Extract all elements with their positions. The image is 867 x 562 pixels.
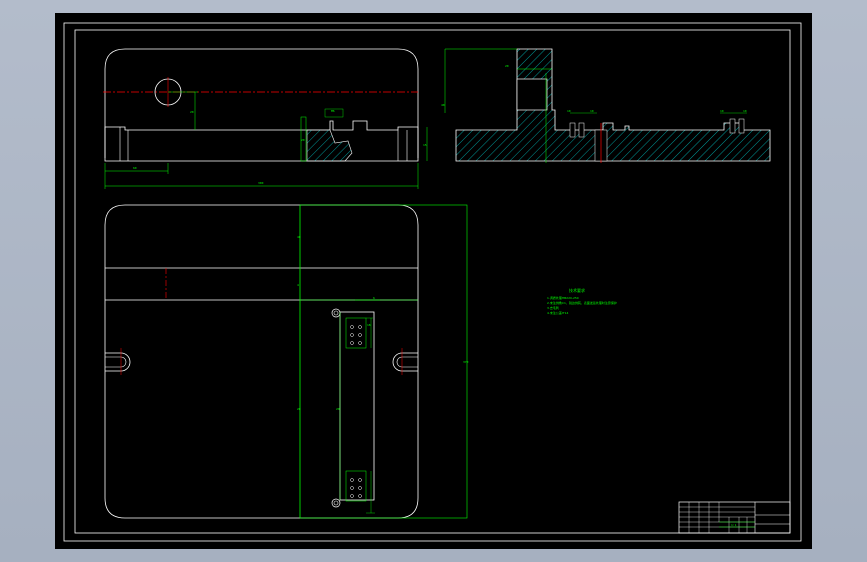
front-view: 300 60 20 20 15 M6 <box>103 48 428 189</box>
cad-viewport[interactable]: 300 60 20 20 15 M6 40 20 10 10 10 10 <box>55 13 812 549</box>
dim-bolt-b-4: 10 <box>743 109 747 113</box>
dim-plan-lower: 20 <box>297 407 301 411</box>
dim-bolt-a: M6 <box>331 109 335 113</box>
dim-bolt-b: 10 <box>567 109 571 113</box>
notes-line-1: 1.调质处理HB220-250 <box>547 295 579 300</box>
dim-slot-a: 6 <box>373 296 375 300</box>
front-section-hatch <box>306 129 353 162</box>
title-block-scale: 1:1 <box>731 523 737 527</box>
dim-bolt-b-2: 10 <box>590 109 594 113</box>
dim-side-height: 20 <box>301 138 305 142</box>
plan-view: 40 4 20 20 370 6 18 <box>104 204 469 519</box>
outer-border <box>63 22 802 542</box>
dim-right-height: 15 <box>423 143 427 147</box>
dim-plan-height: 370 <box>463 360 469 364</box>
notes-line-2: 2.未注倒角C1，锐边倒钝，表面发蓝处理时注意保护 <box>547 300 617 305</box>
dim-left-offset: 60 <box>133 166 137 170</box>
dim-plan-width: 20 <box>336 407 340 411</box>
dim-bolt-b-3: 10 <box>720 109 724 113</box>
left-u-slot <box>105 352 131 372</box>
lower-hole-group <box>345 470 375 514</box>
front-base-strip <box>104 120 419 162</box>
notes-line-3: 3.去毛刺 <box>547 305 559 310</box>
engineering-drawing: 300 60 20 20 15 M6 40 20 10 10 10 10 <box>63 22 802 542</box>
section-view: 40 20 10 10 10 10 <box>441 48 771 163</box>
notes-title: 技术要求 <box>569 287 585 293</box>
right-u-slot <box>392 352 418 372</box>
technical-notes: 技术要求 1.调质处理HB220-250 2.未注倒角C1，锐边倒钝，表面发蓝处… <box>547 287 617 315</box>
front-view-outline <box>104 48 419 158</box>
inner-border <box>74 29 791 534</box>
section-body <box>455 48 771 162</box>
dim-plan-top: 40 <box>297 235 301 239</box>
notes-line-4: 4.未注公差IT14 <box>547 310 568 315</box>
upper-hole-group <box>345 317 373 349</box>
dim-height-small: 20 <box>190 110 194 114</box>
dim-hole-pitch: 18 <box>367 323 371 327</box>
dim-plan-mid: 4 <box>297 283 299 287</box>
dim-section-h: 40 <box>441 103 445 107</box>
dim-top-view-width: 300 <box>258 181 264 185</box>
dim-section-w: 20 <box>505 64 509 68</box>
plan-slot <box>339 311 375 501</box>
section-pocket <box>516 78 548 111</box>
plan-green-frame <box>299 204 468 519</box>
title-block: 1:1 <box>678 501 791 534</box>
